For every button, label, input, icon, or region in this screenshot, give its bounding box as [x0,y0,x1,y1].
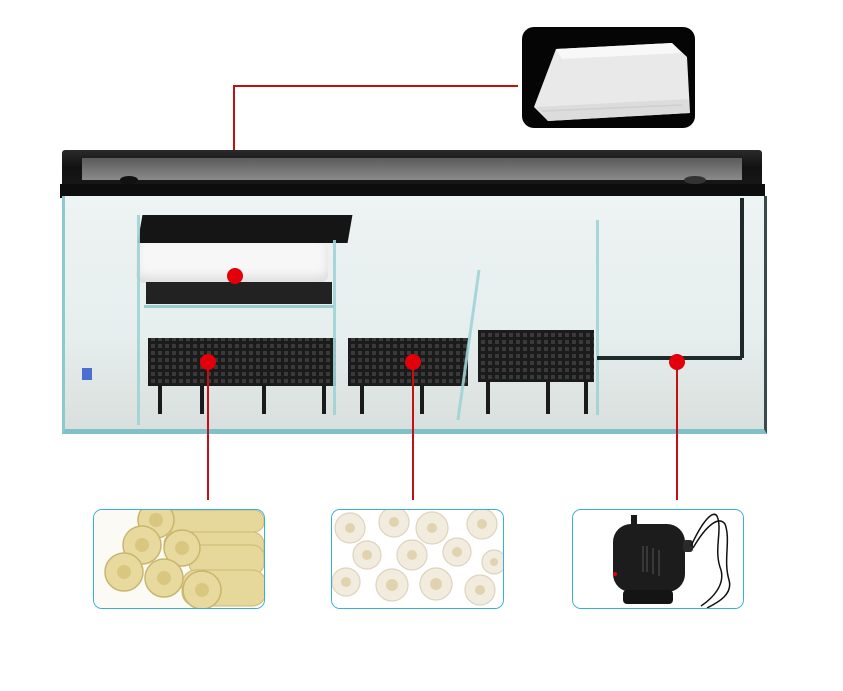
bottom-grid-left [148,338,336,386]
glass-divider-1 [137,215,140,425]
glass-divider-2 [333,240,336,415]
grid-leg [360,386,364,414]
grid-leg [420,386,424,414]
filter-wool-thumbnail: Folded white filter wool [522,27,695,128]
grid-leg [546,382,550,414]
grid-leg [322,386,326,414]
leader-line-pump [676,368,678,500]
ceramic-tubes-thumbnail: White ceramic bio tubes [331,509,504,609]
callout-dot-ceramic-rings[interactable] [200,354,216,370]
filter-wool-image [534,43,690,121]
lid-hole-left [120,176,138,184]
glass-divider-4 [596,220,599,415]
tank-lid-band [60,184,765,198]
tank-lid-panel [82,158,742,180]
water-pump-thumbnail: Black submersible water pump with cord [572,509,744,609]
callout-dot-ceramic-tubes[interactable] [405,354,421,370]
grid-leg [158,386,162,414]
bottom-grid-right [478,330,594,382]
lid-hole-right [684,176,706,184]
water-pump-image [573,510,743,608]
leader-line-wool-horizontal [233,85,518,87]
image-description: Product diagram of a glass aquarium sump… [0,0,1,1]
blue-fitting [82,368,92,380]
grid-leg [200,386,204,414]
grid-leg [486,382,490,414]
callout-dot-water-pump[interactable] [669,354,685,370]
black-sponge-layer [146,282,332,304]
leader-line-tubes [412,368,414,500]
tank-glass-body [62,196,767,434]
grid-leg [262,386,266,414]
callout-dot-filter-wool[interactable] [227,268,243,284]
upper-filter-tray [137,215,353,243]
grid-leg [584,382,588,414]
leader-line-rings [207,368,209,500]
tray-shelf [144,305,334,308]
right-chamber-corner [740,198,744,358]
ceramic-tubes-image [332,510,503,608]
ceramic-rings-thumbnail: Yellow porous ceramic rings [93,509,265,609]
ceramic-rings-image [94,510,264,608]
